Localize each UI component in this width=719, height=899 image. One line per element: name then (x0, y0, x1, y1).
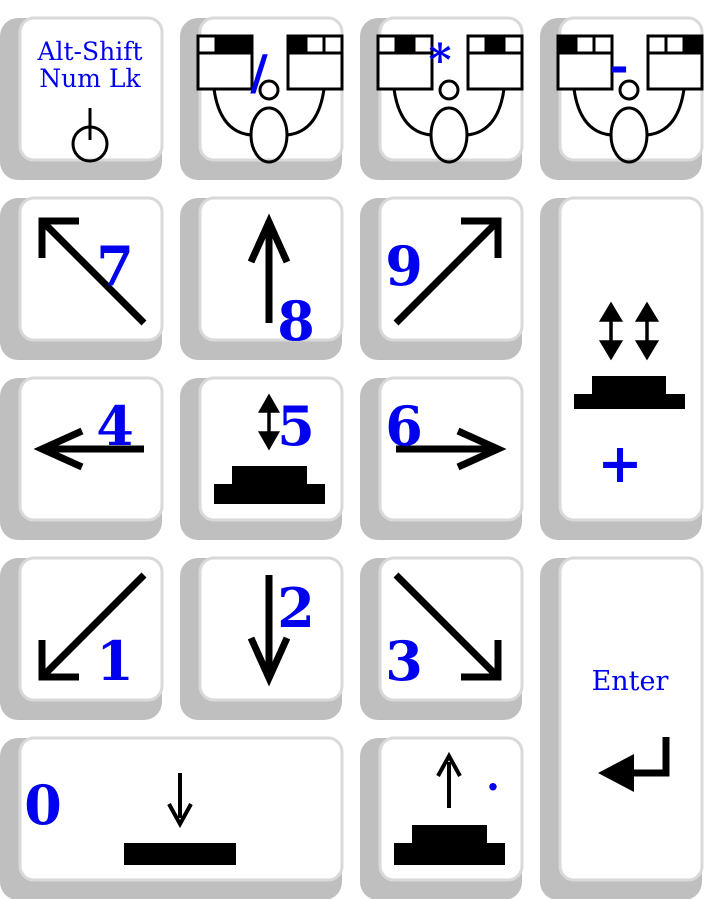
multiply-label: * (428, 35, 451, 86)
enter-label: Enter (592, 666, 669, 697)
numpad-3-key[interactable]: 3 (360, 556, 524, 720)
arrow-right-icon (396, 427, 507, 471)
numpad-4-key[interactable]: 4 (0, 376, 164, 540)
divide-label: / (250, 45, 268, 101)
arrow-down-icon (247, 575, 291, 687)
numpad-dot-key[interactable]: . (360, 736, 524, 899)
mouse-both-buttons-icon (376, 34, 524, 164)
double-click-icon (574, 301, 685, 409)
numlock-label-line2: Num Lk (39, 64, 141, 93)
enter-key[interactable]: Enter (540, 556, 704, 899)
numpad-4-label: 4 (96, 394, 134, 458)
power-icon (71, 108, 109, 163)
plus-key[interactable]: + (540, 196, 704, 540)
arrow-down-right-icon (393, 572, 502, 681)
divide-key[interactable]: / (180, 16, 344, 180)
numpad-1-key[interactable]: 1 (0, 556, 164, 720)
button-release-icon (394, 751, 505, 865)
arrow-up-left-icon (38, 217, 147, 326)
numpad-7-key[interactable]: 7 (0, 196, 164, 360)
numpad-0-label: 0 (24, 773, 62, 837)
numpad-9-key[interactable]: 9 (360, 196, 524, 360)
numpad-dot-label: . (486, 753, 500, 800)
numpad-3-label: 3 (385, 629, 423, 693)
mouse-right-button-icon (556, 34, 704, 164)
minus-key[interactable]: - (540, 16, 704, 180)
numlock-label-line1: Alt-Shift (36, 37, 142, 66)
arrow-up-icon (247, 213, 291, 323)
click-icon (214, 393, 325, 504)
numlock-key[interactable]: Alt-Shift Num Lk (0, 16, 164, 180)
arrow-left-icon (33, 427, 144, 471)
minus-label: - (609, 39, 628, 93)
arrow-up-right-icon (393, 217, 502, 326)
numpad-5-key[interactable]: 5 (180, 376, 344, 540)
numpad-0-key[interactable]: 0 (0, 736, 344, 899)
button-press-icon (124, 773, 236, 865)
numpad-7-label: 7 (96, 234, 134, 298)
multiply-key[interactable]: * (360, 16, 524, 180)
mouse-left-button-icon (196, 34, 344, 164)
numpad-5-label: 5 (277, 394, 315, 458)
numpad-8-label: 8 (277, 289, 315, 353)
numpad-2-label: 2 (277, 576, 315, 640)
arrow-down-left-icon (38, 572, 147, 681)
numpad-6-key[interactable]: 6 (360, 376, 524, 540)
numpad-8-key[interactable]: 8 (180, 196, 344, 360)
plus-label: + (597, 431, 642, 495)
numpad-2-key[interactable]: 2 (180, 556, 344, 720)
return-icon (598, 737, 670, 792)
numpad-1-label: 1 (96, 629, 134, 693)
numpad-6-label: 6 (385, 394, 423, 458)
numpad-9-label: 9 (385, 234, 423, 298)
